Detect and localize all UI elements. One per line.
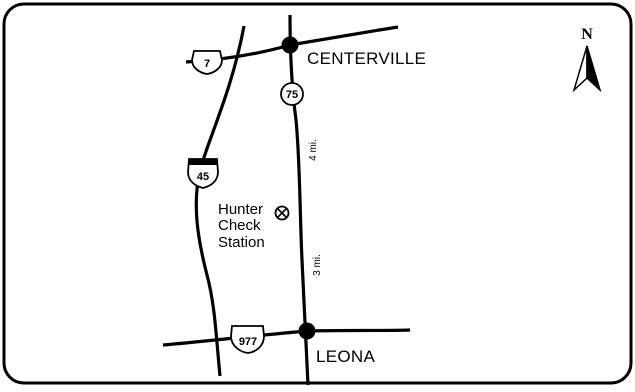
station-label-line3: Station: [218, 234, 265, 251]
us-7-number: 7: [204, 58, 210, 70]
station-label-line1: Hunter: [218, 201, 263, 218]
leona-dot: [298, 322, 316, 340]
distance-lower-label: 3 mi.: [312, 254, 323, 276]
leona-label: LEONA: [316, 347, 375, 366]
circle-x-icon: [274, 205, 290, 221]
map-border: [2, 2, 633, 385]
interstate-45-number: 45: [197, 171, 209, 183]
centerville-dot: [281, 36, 299, 54]
station-label-line2: Check: [218, 217, 261, 234]
fm-977-number: 977: [239, 336, 257, 348]
highway-75-road: [288, 14, 310, 386]
distance-upper-label: 4 mi.: [308, 139, 319, 161]
us-7-shield-icon: 7: [191, 50, 223, 75]
interstate-45-shield-icon: 45: [187, 158, 219, 189]
north-arrow-icon: [572, 45, 602, 93]
centerville-label: CENTERVILLE: [307, 49, 426, 68]
fm-977-shield-icon: 977: [230, 325, 265, 354]
highway-75-marker-icon: 75: [280, 82, 304, 106]
north-letter: N: [581, 26, 593, 43]
interstate-45-road: [194, 25, 246, 377]
highway-75-number: 75: [286, 89, 298, 101]
